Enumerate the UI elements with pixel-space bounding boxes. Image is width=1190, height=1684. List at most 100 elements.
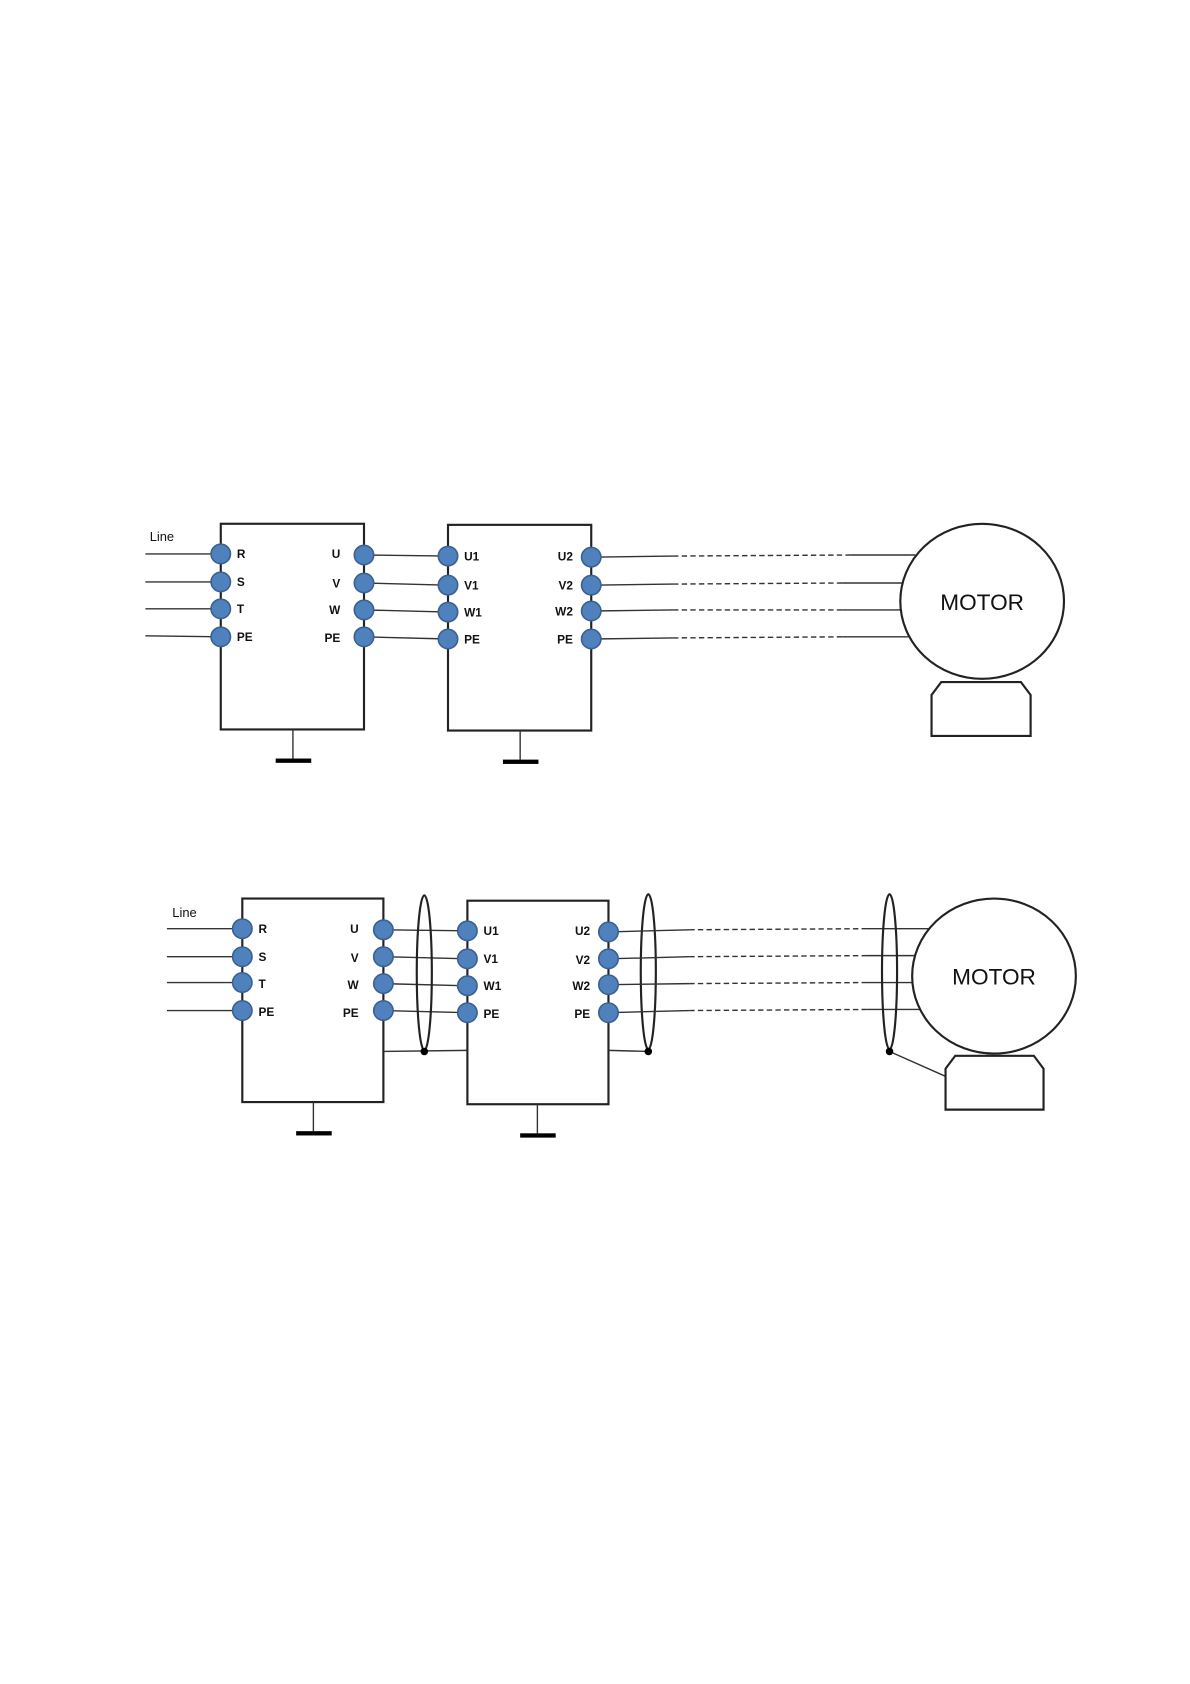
terminal — [233, 947, 252, 966]
diagram-1: Line — [145, 524, 1064, 764]
motor-wire — [608, 929, 929, 932]
terminal-label: R — [258, 922, 267, 936]
terminal — [599, 949, 618, 968]
terminal-label: W2 — [555, 604, 573, 618]
terminal — [233, 973, 252, 992]
ground-bar — [503, 760, 539, 764]
ground-bar — [276, 759, 312, 763]
terminal — [354, 545, 373, 564]
terminal — [438, 602, 457, 621]
terminal-label: PE — [464, 632, 480, 646]
motor-wire-dashed — [689, 983, 867, 984]
terminal-label: S — [237, 575, 245, 589]
diagram-2: Line — [167, 894, 1076, 1137]
terminal-label: PE — [343, 1006, 359, 1020]
terminal — [354, 573, 373, 592]
terminal-label: W2 — [572, 979, 590, 993]
terminal-label: U2 — [558, 549, 574, 563]
terminal-label: V2 — [576, 953, 591, 967]
terminal — [458, 949, 477, 968]
motor-wire-solid — [608, 957, 689, 959]
terminal-label: V1 — [464, 578, 479, 592]
motor-wire — [608, 983, 913, 985]
terminal — [374, 1001, 393, 1020]
terminal-label: V2 — [558, 578, 573, 592]
terminal — [354, 627, 373, 646]
terminal-label: V1 — [484, 952, 499, 966]
shield-ground-wire — [608, 1050, 648, 1051]
terminal-label: U1 — [484, 924, 500, 938]
terminal-label: PE — [258, 1005, 274, 1019]
motor-base — [932, 682, 1031, 736]
motor-label: MOTOR — [952, 965, 1036, 990]
line-label: Line — [150, 529, 174, 544]
terminal-label: U2 — [575, 924, 591, 938]
terminal-label: U — [332, 547, 341, 561]
output-wire — [383, 957, 467, 959]
motor-wire-solid — [591, 610, 673, 611]
terminal — [582, 601, 601, 620]
terminal-label: T — [237, 602, 245, 616]
terminal — [211, 572, 230, 591]
motor-label: MOTOR — [940, 590, 1024, 615]
terminal-label: T — [258, 977, 266, 991]
motor-wire-dashed — [673, 583, 842, 584]
terminal — [438, 575, 457, 594]
terminal-label: V — [351, 951, 359, 965]
motor-base — [946, 1056, 1044, 1110]
terminal-label: PE — [574, 1007, 590, 1021]
motor-wire-solid — [591, 638, 673, 639]
output-wire — [364, 610, 448, 612]
motor-wire-dashed — [673, 637, 842, 638]
motor-wire-dashed — [689, 956, 867, 957]
terminal-label: R — [237, 547, 246, 561]
shield-ground-wire — [890, 1051, 948, 1077]
output-wire — [383, 984, 467, 986]
terminal — [582, 547, 601, 566]
shield-ground-point — [886, 1048, 894, 1056]
terminal-label: PE — [325, 631, 341, 645]
supply-wire — [145, 636, 220, 637]
line-label: Line — [172, 905, 196, 920]
terminal-label: U1 — [464, 549, 480, 563]
terminal — [582, 575, 601, 594]
terminal-label: W1 — [484, 979, 502, 993]
terminal-label: W1 — [464, 605, 482, 619]
output-wire — [383, 930, 467, 931]
terminal — [599, 922, 618, 941]
terminal — [582, 629, 601, 648]
motor-wire-solid — [608, 984, 689, 985]
terminal — [599, 1003, 618, 1022]
motor-wire — [591, 610, 901, 611]
terminal — [211, 599, 230, 618]
output-wire — [364, 555, 448, 556]
ground-bar — [296, 1131, 332, 1135]
ground-bar — [520, 1133, 556, 1137]
terminal — [211, 627, 230, 646]
terminal — [374, 947, 393, 966]
motor-wire-solid — [608, 1011, 689, 1013]
terminal — [438, 629, 457, 648]
terminal-label: S — [258, 950, 266, 964]
shield-ground-point — [645, 1048, 653, 1056]
output-wire — [364, 637, 448, 639]
motor-wire — [591, 583, 902, 585]
cable-shield — [641, 894, 656, 1049]
motor-wire-solid — [591, 584, 673, 585]
terminal-label: V — [332, 576, 340, 590]
terminal — [233, 919, 252, 938]
terminal — [458, 1003, 477, 1022]
motor-wire-dashed — [689, 929, 867, 930]
terminal — [599, 975, 618, 994]
terminal-label: PE — [484, 1007, 500, 1021]
motor-wire-solid — [591, 556, 673, 557]
terminal — [354, 600, 373, 619]
motor-wire-dashed — [689, 1009, 867, 1010]
terminal — [458, 976, 477, 995]
terminal-label: W — [347, 978, 359, 992]
terminal — [458, 921, 477, 940]
terminal-label: PE — [237, 630, 253, 644]
shield-ground-point — [421, 1048, 429, 1056]
